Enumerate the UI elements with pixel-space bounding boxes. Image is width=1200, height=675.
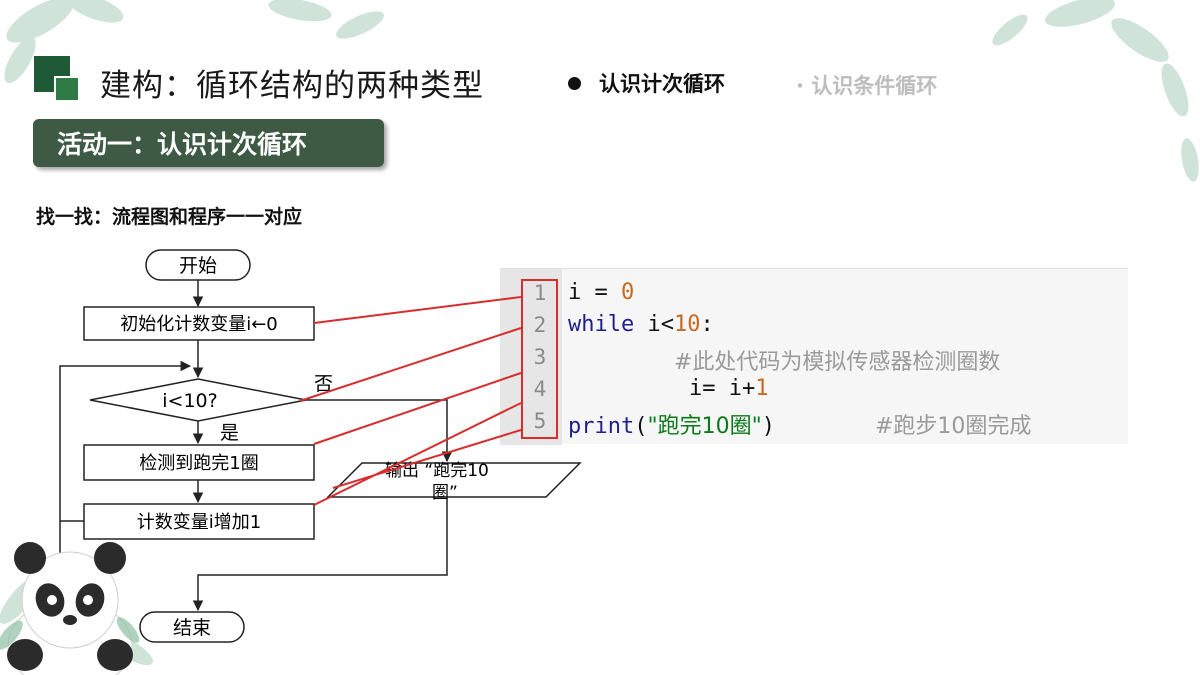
code-comment: #跑步10圈完成 (875, 414, 1032, 439)
flow-detect-label: 检测到跑完1圈 (139, 453, 258, 474)
line-number-highlight-box (521, 279, 558, 439)
flow-end-label: 结束 (173, 617, 211, 639)
page-title: 建构：循环结构的两种类型 (100, 68, 484, 104)
code-panel: 1 2 3 4 5 i = 0 while i<10: #此处代码为模拟传感器检… (500, 268, 1128, 445)
code-token: : (700, 312, 714, 337)
panda-illustration (0, 542, 140, 675)
flow-start-label: 开始 (179, 255, 217, 277)
logo-square-light (54, 76, 80, 102)
nav-item-counting-loop-label: 认识计次循环 (599, 72, 725, 96)
code-token: i (568, 280, 582, 305)
flow-output-to-end-line (192, 497, 448, 612)
instruction-text: 找一找：流程图和程序一一对应 (36, 206, 303, 228)
line-number: 3 (533, 345, 547, 369)
code-line-3: #此处代码为模拟传感器检测圈数 (674, 344, 1000, 376)
code-line-5-comment: #跑步10圈完成 (875, 408, 1031, 440)
code-comment: #此处代码为模拟传感器检测圈数 (674, 350, 1001, 375)
flow-yes-label: 是 (220, 422, 239, 444)
code-function: print (568, 414, 635, 439)
flow-output-label-line2: 圈” (432, 483, 458, 503)
line-number: 4 (533, 377, 547, 401)
code-line-1: i = 0 (568, 280, 634, 305)
flow-no-branch-line (306, 399, 453, 463)
code-token: ( (634, 414, 648, 439)
flow-increment-label: 计数变量i增加1 (137, 512, 261, 533)
code-token: ) (761, 414, 775, 439)
code-line-2: while i<10: (568, 312, 714, 337)
connector-line-2 (299, 327, 522, 402)
code-token: 1 (755, 376, 769, 401)
code-string: "跑完10圈" (647, 414, 762, 439)
code-line-4: i= i+1 (689, 376, 768, 401)
line-number: 2 (533, 313, 547, 337)
connector-line-4 (313, 402, 522, 506)
line-number: 5 (533, 409, 547, 433)
flow-condition-label: i<10? (162, 390, 217, 412)
code-line-5: print("跑完10圈") (568, 408, 775, 440)
code-token: = (581, 280, 621, 305)
line-number: 1 (533, 281, 547, 305)
flow-end-terminal (139, 611, 245, 643)
flow-init-process (83, 306, 315, 341)
bullet-icon (568, 76, 581, 90)
code-token: 0 (621, 280, 635, 305)
flow-loop-back-line (59, 360, 192, 562)
activity-banner: 活动一：认识计次循环 (33, 119, 384, 167)
nav-item-counting-loop[interactable]: 认识计次循环 (568, 68, 725, 98)
code-token: 10 (673, 312, 701, 337)
flow-increment-process (83, 503, 315, 540)
flow-init-label: 初始化计数变量i←0 (120, 314, 278, 335)
nav-item-condition-loop[interactable]: · 认识条件循环 (796, 74, 938, 98)
connector-line-3 (313, 372, 522, 445)
code-token: i< (634, 312, 674, 337)
code-keyword: while (568, 312, 635, 337)
code-token: i= i+ (689, 376, 756, 401)
flow-detect-process (83, 444, 315, 481)
flow-output-label-line1: 输出 “跑完10 (385, 461, 489, 481)
connector-line-1 (313, 296, 522, 324)
connector-line-5 (332, 429, 522, 489)
header-logo-mark (34, 56, 80, 102)
flow-no-label: 否 (314, 373, 333, 395)
